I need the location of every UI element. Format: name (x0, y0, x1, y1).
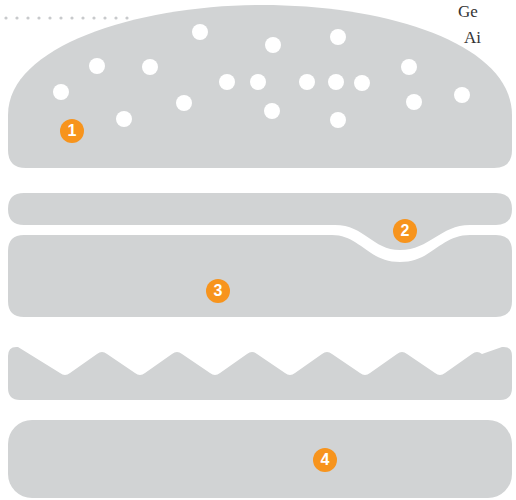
top-bun (8, 5, 512, 168)
rule-dot (4, 16, 7, 19)
sesame-seed (116, 111, 132, 127)
sesame-seed (89, 58, 105, 74)
cropped-text: Ai (464, 28, 481, 48)
rule-dot (15, 16, 18, 19)
callout-number: 4 (313, 448, 337, 472)
cropped-text: Ge (458, 2, 478, 22)
sesame-seed (142, 59, 158, 75)
sesame-seed (454, 87, 470, 103)
sesame-seed (219, 74, 235, 90)
callout-number: 1 (60, 119, 84, 143)
sesame-seed (265, 37, 281, 53)
sesame-seed (192, 24, 208, 40)
rule-dot (70, 16, 73, 19)
sesame-seed (250, 74, 266, 90)
lettuce (8, 347, 512, 400)
sesame-seeds (53, 24, 470, 128)
bottom-bun (8, 420, 512, 498)
rule-dot (26, 16, 29, 19)
sesame-seed (330, 112, 346, 128)
rule-dot (92, 16, 95, 19)
rule-dot (103, 16, 106, 19)
rule-dot (114, 16, 117, 19)
sesame-seed (406, 94, 422, 110)
sesame-seed (328, 74, 344, 90)
sesame-seed (176, 95, 192, 111)
sesame-seed (354, 75, 370, 91)
patty (8, 235, 512, 317)
rule-dot (37, 16, 40, 19)
rule-dot (59, 16, 62, 19)
sesame-seed (264, 103, 280, 119)
sesame-seed (330, 29, 346, 45)
rule-dot (125, 16, 128, 19)
sesame-seed (401, 59, 417, 75)
rule-dot (48, 16, 51, 19)
rule-dot (81, 16, 84, 19)
sesame-seed (299, 74, 315, 90)
dotted-rule (4, 16, 128, 19)
callout-number: 2 (393, 219, 417, 243)
sesame-seed (53, 84, 69, 100)
callout-number: 3 (206, 279, 230, 303)
